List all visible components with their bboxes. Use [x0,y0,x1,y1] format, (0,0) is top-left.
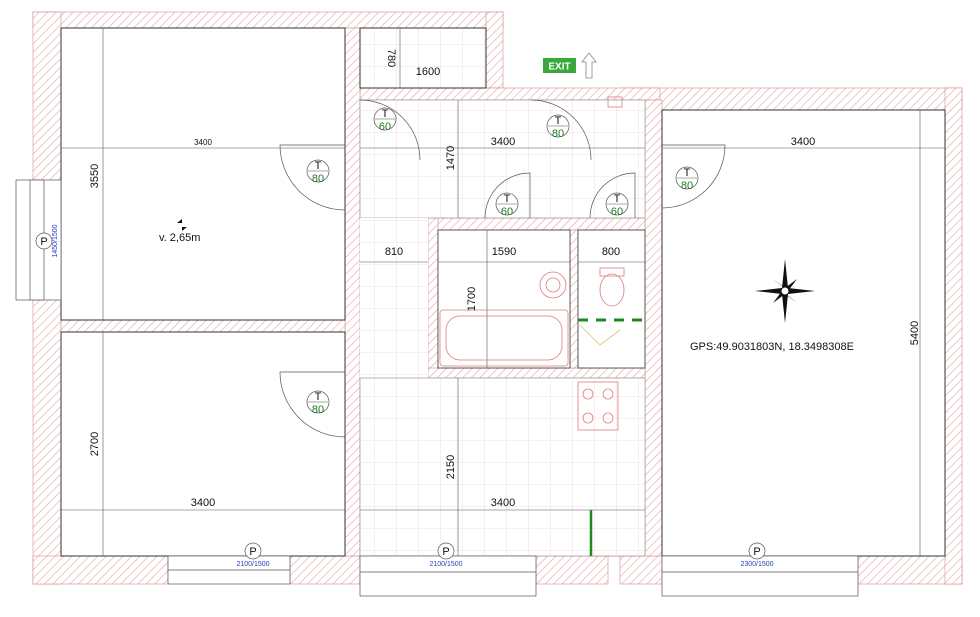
svg-text:P: P [249,546,256,558]
svg-text:80: 80 [681,180,693,192]
dim-wc-width: 800 [602,246,620,258]
svg-text:60: 60 [611,206,623,218]
dim-top-room-width: 3400 [194,138,212,147]
dim-kitchen-height: 2150 [445,455,457,479]
door-tag: T 80 [306,390,330,416]
boiler [607,96,623,108]
windows [15,179,859,597]
compass-icon [755,259,815,323]
svg-text:80: 80 [312,404,324,416]
svg-text:T: T [555,115,562,127]
exit-arrow-icon [581,52,597,79]
exit-label: EXIT [548,62,570,73]
dim-top-room-height: 3550 [89,164,101,188]
vestibule [359,27,487,89]
toilet [599,273,625,307]
wc [577,229,646,369]
stove [577,381,619,431]
dim-bottom-room-height: 2700 [89,432,101,456]
svg-text:60: 60 [501,206,513,218]
svg-text:80: 80 [312,173,324,185]
window-tag: P 2100/1500 [236,542,270,568]
door-tag: T 60 [495,192,519,218]
gps-label: GPS:49.9031803N, 18.3498308E [690,341,854,353]
exit-sign: EXIT [543,52,597,79]
basin [539,271,567,299]
ceiling-height-label: v. 2,65m [159,232,200,244]
svg-text:60: 60 [379,121,391,133]
room-bottom-left [60,331,346,557]
svg-text:2100/1500: 2100/1500 [236,561,269,568]
dim-vestibule-height: 780 [385,49,397,67]
svg-text:1450/1500: 1450/1500 [52,224,59,257]
window-tag: P 2100/1500 [429,542,463,568]
svg-text:P: P [753,546,760,558]
svg-text:2100/1500: 2100/1500 [429,561,462,568]
svg-text:2300/1500: 2300/1500 [740,561,773,568]
svg-text:T: T [315,160,322,172]
dim-bath-width: 1590 [492,246,516,258]
room-top-left [60,27,346,321]
door-tag: T 60 [605,192,629,218]
dim-bottom-room-width: 3400 [191,497,215,509]
svg-text:T: T [315,391,322,403]
svg-text:T: T [614,193,621,205]
bathtub [439,309,569,367]
room-right [661,109,946,557]
dim-hall-height: 1470 [445,146,457,170]
kitchen [359,377,646,557]
hall-left-strip [360,218,428,378]
door-swings [279,99,726,438]
door-tag: T 80 [675,166,699,192]
door-tag: T 60 [373,107,397,133]
door-tag: T 80 [306,159,330,185]
svg-text:80: 80 [552,128,564,140]
svg-text:T: T [382,108,389,120]
svg-text:P: P [40,236,47,248]
dimension-lines [61,28,945,556]
svg-text:T: T [684,167,691,179]
door-tag: T 80 [546,114,570,140]
svg-text:P: P [442,546,449,558]
rooms [60,27,946,557]
dim-bath-height: 1700 [466,287,478,311]
dim-hall-left: 810 [385,246,403,258]
window-bottom-middle [359,555,537,597]
window-bottom-right [661,555,859,597]
window-tag: P 1450/1500 [35,224,59,258]
dim-vestibule-width: 1600 [416,66,440,78]
svg-text:T: T [504,193,511,205]
bathroom [437,229,571,369]
dim-hall-width: 3400 [491,136,515,148]
dim-right-room-width: 3400 [791,136,815,148]
height-marker-icon [177,219,187,231]
window-tag: P 2300/1500 [740,542,774,568]
dim-kitchen-width: 3400 [491,497,515,509]
fixtures [439,96,625,431]
dim-right-room-height: 5400 [909,321,921,345]
